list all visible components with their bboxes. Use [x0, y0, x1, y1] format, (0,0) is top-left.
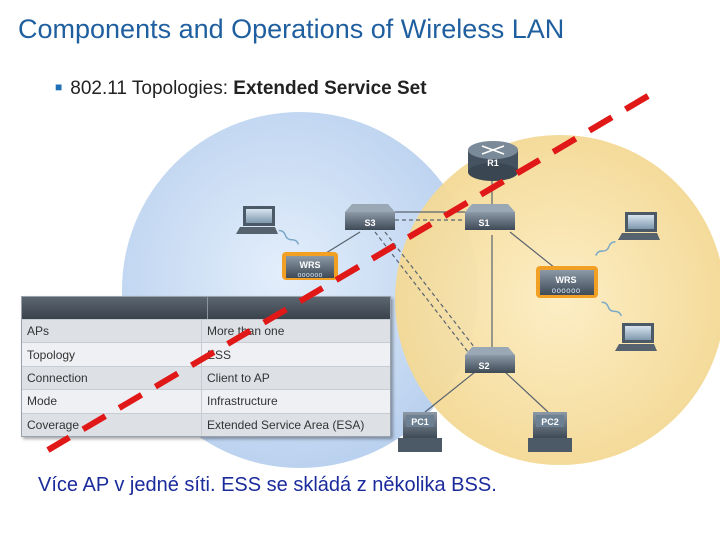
table-cell-value: ESS: [202, 343, 390, 365]
pc2-label: PC2: [541, 417, 559, 427]
switch-s2-label: S2: [478, 361, 489, 371]
properties-table: APs More than one Topology ESS Connectio…: [21, 296, 391, 437]
switch-s3-label: S3: [364, 218, 375, 228]
wrs-left: WRS oooooo: [282, 252, 338, 280]
table-header-col-a: [22, 297, 208, 319]
table-cell-label: Mode: [22, 390, 202, 412]
svg-text:oooooo: oooooo: [297, 271, 322, 279]
switch-s2: S2: [465, 347, 515, 373]
table-cell-value: Infrastructure: [202, 390, 390, 412]
switch-s3: S3: [345, 204, 395, 230]
router-r1: R1: [468, 141, 518, 181]
table-row: APs More than one: [22, 319, 390, 342]
wrs-right: WRS oooooo: [536, 266, 598, 298]
wrs-right-label: WRS: [556, 275, 577, 285]
table-cell-value: More than one: [202, 320, 390, 342]
table-cell-value: Client to AP: [202, 367, 390, 389]
table-row: Mode Infrastructure: [22, 389, 390, 412]
table-row: Connection Client to AP: [22, 366, 390, 389]
table-header: [22, 297, 390, 319]
table-row: Coverage Extended Service Area (ESA): [22, 413, 390, 436]
table-cell-label: Coverage: [22, 414, 202, 436]
table-cell-value: Extended Service Area (ESA): [202, 414, 390, 436]
table-header-col-b: [208, 297, 390, 319]
table-cell-label: Connection: [22, 367, 202, 389]
table-cell-label: Topology: [22, 343, 202, 365]
table-row: Topology ESS: [22, 342, 390, 365]
caption-text: Více AP v jedné síti. ESS se skládá z ně…: [38, 474, 497, 497]
router-r1-label: R1: [487, 158, 499, 168]
table-cell-label: APs: [22, 320, 202, 342]
switch-s1-label: S1: [478, 218, 489, 228]
pc1: PC1: [398, 412, 442, 452]
svg-text:oooooo: oooooo: [552, 286, 581, 295]
switch-s1: S1: [465, 204, 515, 230]
pc1-label: PC1: [411, 417, 429, 427]
wrs-left-label: WRS: [300, 260, 321, 270]
pc2: PC2: [528, 412, 572, 452]
